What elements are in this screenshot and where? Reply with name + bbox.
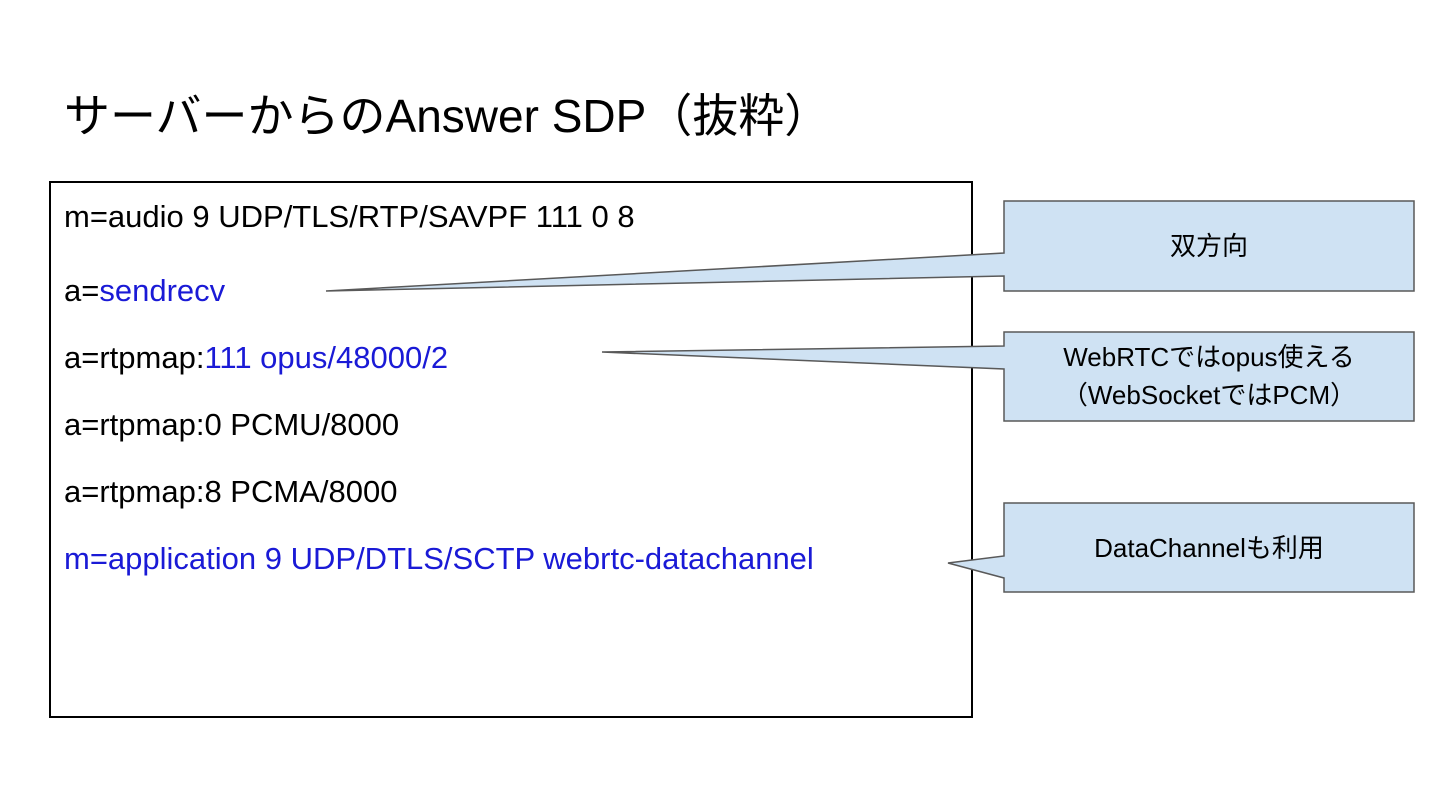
callout-sendrecv-text: 双方向 xyxy=(1169,231,1248,261)
sdp-line-application: m=application 9 UDP/DTLS/SCTP webrtc-dat… xyxy=(64,539,814,579)
sdp-line-rtpmap-opus-highlight: 111 opus/48000/2 xyxy=(204,340,449,375)
callout-opus-line2: （WebSocketではPCM） xyxy=(1061,380,1357,410)
callout-opus-line1: WebRTCではopus使える xyxy=(1063,342,1355,372)
sdp-box xyxy=(49,181,973,718)
sdp-line-audio-text: m=audio 9 UDP/TLS/RTP/SAVPF 111 0 8 xyxy=(64,199,635,234)
callout-shape-opus xyxy=(601,331,1415,422)
sdp-line-rtpmap-pcmu-text: a=rtpmap:0 PCMU/8000 xyxy=(64,407,400,442)
sdp-line-rtpmap-opus-prefix: a=rtpmap: xyxy=(64,340,205,375)
sdp-line-sendrecv: a=sendrecv xyxy=(64,271,225,311)
callout-shape-sendrecv xyxy=(325,200,1415,292)
slide-title: サーバーからのAnswer SDP（抜粋） xyxy=(64,90,831,142)
callout-shape-datachannel xyxy=(947,502,1415,593)
sdp-line-sendrecv-highlight: sendrecv xyxy=(99,273,226,308)
sdp-line-rtpmap-opus: a=rtpmap:111 opus/48000/2 xyxy=(64,338,448,378)
sdp-line-sendrecv-prefix: a= xyxy=(64,273,100,308)
sdp-line-rtpmap-pcmu: a=rtpmap:0 PCMU/8000 xyxy=(64,405,399,445)
sdp-line-rtpmap-pcma-text: a=rtpmap:8 PCMA/8000 xyxy=(64,474,398,509)
sdp-line-rtpmap-pcma: a=rtpmap:8 PCMA/8000 xyxy=(64,472,397,512)
sdp-line-audio: m=audio 9 UDP/TLS/RTP/SAVPF 111 0 8 xyxy=(64,197,635,237)
sdp-line-application-highlight: m=application 9 UDP/DTLS/SCTP webrtc-dat… xyxy=(64,541,814,576)
callout-datachannel-text: DataChannelも利用 xyxy=(1094,533,1324,563)
